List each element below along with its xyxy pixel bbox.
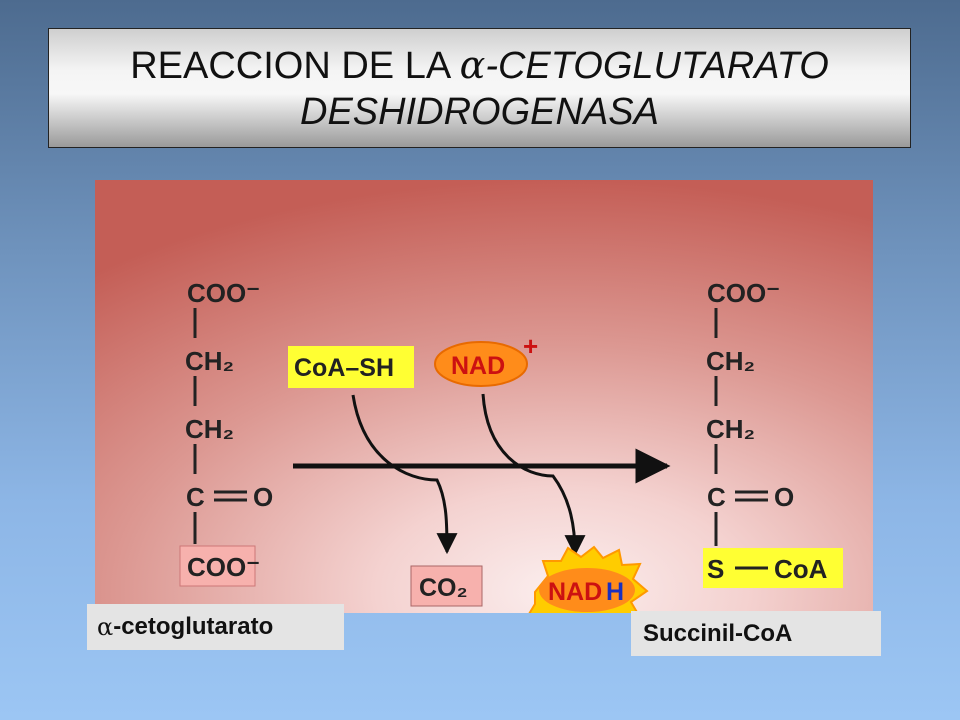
coa-sh-label: CoA–SH (294, 354, 394, 382)
substrate-coo-bottom: COO⁻ (187, 552, 260, 582)
substrate-label: α-cetoglutarato (87, 604, 344, 650)
coa-to-co2-arrow (351, 394, 458, 555)
substrate-label-text: -cetoglutarato (113, 613, 274, 640)
product-coa: CoA (774, 554, 828, 584)
substrate-o: O (253, 482, 273, 512)
substrate-structure: COO⁻ CH₂ CH₂ C O COO⁻ (185, 278, 273, 582)
substrate-c: C (186, 482, 205, 512)
product-label: Succinil-CoA (631, 611, 881, 656)
substrate-label-alpha: α (97, 613, 114, 641)
nad-plus-sign: + (523, 331, 538, 361)
nadh-suffix: H (606, 578, 624, 606)
product-structure: COO⁻ CH₂ CH₂ C O S CoA (706, 278, 828, 584)
coa-sh-box (288, 346, 414, 388)
product-ch2-2: CH₂ (706, 414, 755, 444)
product-scoa-highlight (703, 548, 843, 588)
product-s: S (707, 554, 724, 584)
title-alpha: α (459, 42, 486, 87)
title-suffix: -CETOGLUTARATO (485, 44, 829, 87)
nad-to-nadh-arrow (481, 393, 586, 557)
title-prefix: REACCION DE LA (130, 44, 460, 87)
title-line-1: REACCION DE LA α-CETOGLUTARATO (130, 42, 829, 89)
product-o: O (774, 482, 794, 512)
product-label-text: Succinil-CoA (643, 619, 793, 647)
nad-plus-label: NAD (451, 352, 505, 380)
reaction-svg: COO⁻ CH₂ CH₂ C O COO⁻ COO⁻ CH₂ CH₂ C (95, 180, 873, 613)
title-box: REACCION DE LA α-CETOGLUTARATO DESHIDROG… (48, 28, 911, 148)
co2-label: CO₂ (419, 574, 468, 602)
substrate-coo-highlight (179, 545, 256, 587)
product-ch2-1: CH₂ (706, 346, 755, 376)
nadh-ellipse (539, 568, 635, 612)
product-coo-top: COO⁻ (707, 278, 780, 308)
nadh-prefix: NAD (548, 578, 602, 606)
substrate-coo-top: COO⁻ (187, 278, 260, 308)
product-c: C (707, 482, 726, 512)
nad-plus-ellipse (434, 341, 528, 387)
co2-box (410, 565, 483, 607)
substrate-ch2-1: CH₂ (185, 346, 234, 376)
title-line-2: DESHIDROGENASA (300, 90, 659, 133)
reaction-diagram: COO⁻ CH₂ CH₂ C O COO⁻ COO⁻ CH₂ CH₂ C (95, 180, 873, 613)
substrate-ch2-2: CH₂ (185, 414, 234, 444)
